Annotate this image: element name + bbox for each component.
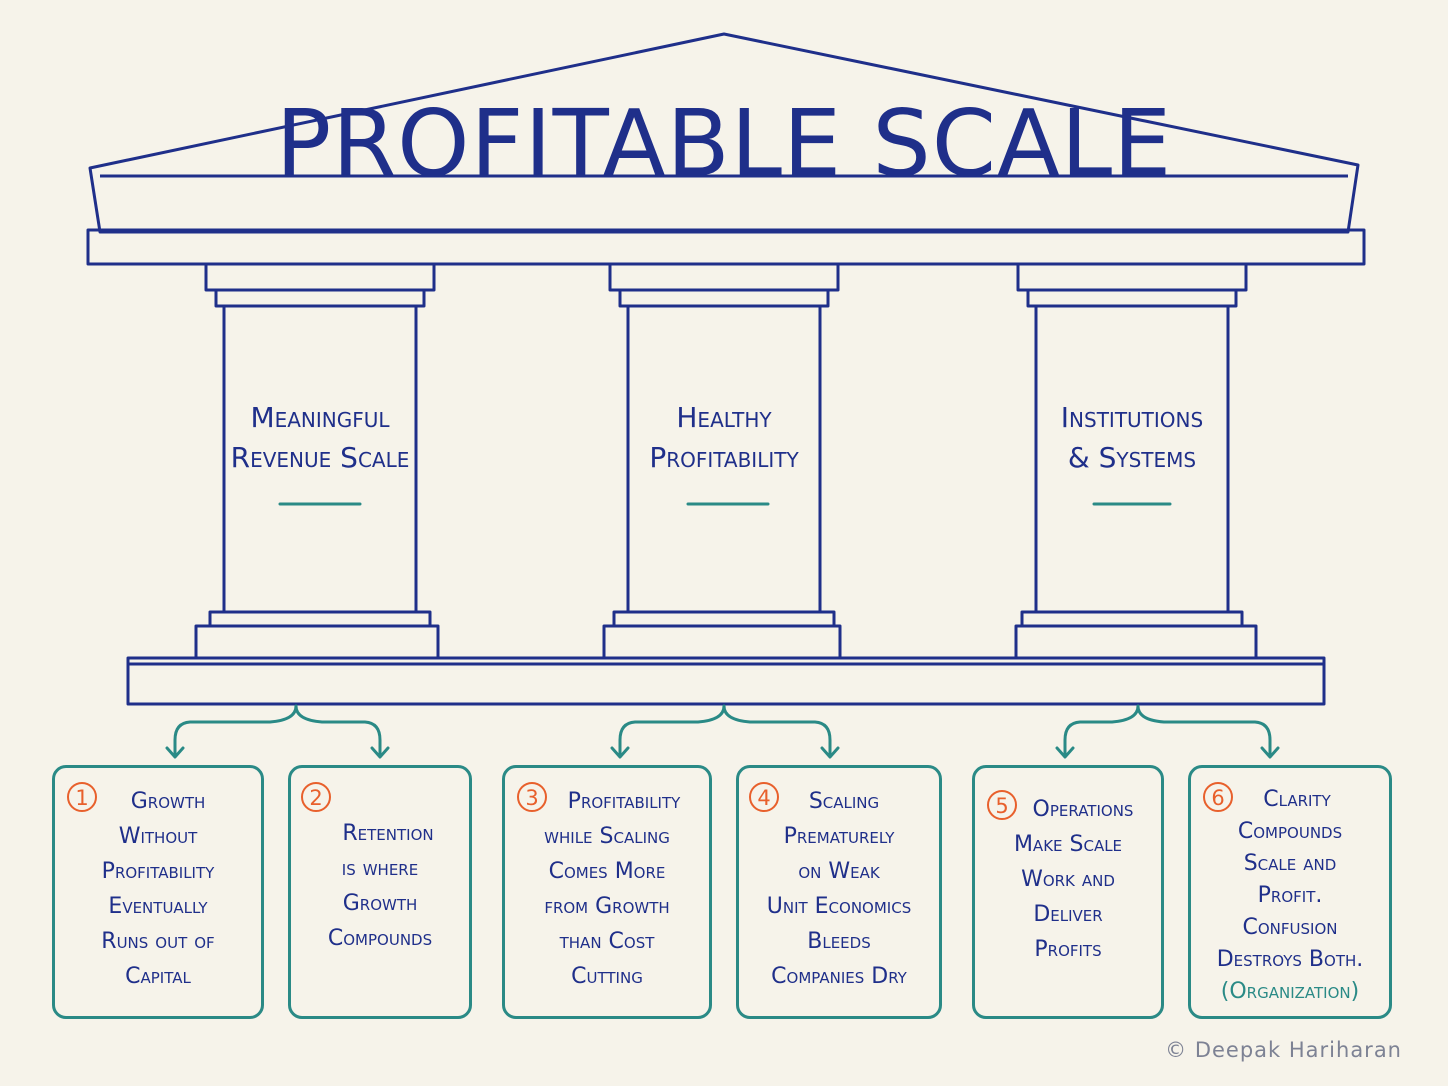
insight-line: Operations: [1032, 797, 1134, 822]
number-badge-1: 1: [67, 782, 97, 812]
insight-box-4: 4 Scaling Prematurely on Weak Unit Econo…: [736, 765, 942, 1019]
insight-line: is where: [341, 856, 419, 881]
insight-line: Cutting: [571, 964, 643, 989]
insight-line: Profits: [1034, 937, 1102, 962]
number-badge-3: 3: [517, 782, 547, 812]
insight-line: Comes More: [548, 859, 666, 884]
insight-text-3: Profitability while Scaling Comes More f…: [513, 784, 701, 994]
pillar-3-label-line: & Systems: [1067, 441, 1197, 474]
pillar-2: [602, 262, 842, 660]
diagram-title: PROFITABLE SCALE: [275, 90, 1173, 197]
insight-line: Scale and: [1243, 851, 1337, 876]
insight-line: Bleeds: [807, 929, 871, 954]
pillar-3-label: Institutions & Systems: [1012, 398, 1252, 478]
insight-line: Clarity: [1263, 787, 1331, 812]
arrow-branch-1: [165, 704, 390, 759]
insight-line: Retention: [342, 821, 434, 846]
pillar-2-label-line: Healthy: [676, 401, 772, 434]
insight-line: Profitability: [567, 789, 681, 814]
pillar-2-label: Healthy Profitability: [604, 398, 844, 478]
insight-text-2: Retention is where Growth Compounds: [299, 816, 461, 956]
pillar-1-label-line: Meaningful: [250, 401, 390, 434]
insight-line: Make Scale: [1013, 832, 1123, 857]
insight-line: Scaling: [808, 789, 880, 814]
insight-line: Profitability: [101, 859, 215, 884]
insight-line: Unit Economics: [766, 894, 912, 919]
arrow-branch-2: [610, 704, 840, 759]
insight-text-4: Scaling Prematurely on Weak Unit Economi…: [747, 784, 931, 994]
insight-line: Capital: [125, 964, 191, 989]
pillar-1-label-line: Revenue Scale: [230, 441, 410, 474]
insight-line: than Cost: [559, 929, 655, 954]
insight-text-1: Growth Without Profitability Eventually …: [63, 784, 253, 994]
insight-text-5: Operations Make Scale Work and Deliver P…: [983, 792, 1153, 967]
insight-box-3: 3 Profitability while Scaling Comes More…: [502, 765, 712, 1019]
insight-line: Companies Dry: [771, 964, 907, 989]
insight-line: Profit.: [1257, 883, 1323, 908]
insight-line: Eventually: [108, 894, 208, 919]
pillar-1: [194, 262, 440, 660]
insight-line: Compounds: [1237, 819, 1343, 844]
number-badge-5: 5: [987, 790, 1017, 820]
insight-line: Confusion: [1242, 915, 1338, 940]
insight-box-2: 2 Retention is where Growth Compounds: [288, 765, 472, 1019]
insight-note: (Organization): [1220, 979, 1360, 1004]
insight-box-6: 6 Clarity Compounds Scale and Profit. Co…: [1188, 765, 1392, 1019]
number-badge-6: 6: [1203, 782, 1233, 812]
insight-line: while Scaling: [544, 824, 670, 849]
insight-line: Growth: [342, 891, 418, 916]
insight-text-6: Clarity Compounds Scale and Profit. Conf…: [1199, 784, 1381, 1008]
number-badge-4: 4: [749, 782, 779, 812]
copyright-credit: © Deepak Hariharan: [1165, 1038, 1402, 1062]
temple-beam: [86, 228, 1366, 266]
temple-roof: [88, 32, 1360, 234]
insight-box-5: 5 Operations Make Scale Work and Deliver…: [972, 765, 1164, 1019]
insight-line: Destroys Both.: [1216, 947, 1364, 972]
insight-line: on Weak: [798, 859, 880, 884]
insight-line: Growth: [130, 789, 206, 814]
insight-line: Compounds: [327, 926, 433, 951]
insight-line: Runs out of: [101, 929, 215, 954]
pillar-1-label: Meaningful Revenue Scale: [200, 398, 440, 478]
insight-line: Work and: [1021, 867, 1115, 892]
insight-line: Deliver: [1033, 902, 1103, 927]
insight-box-1: 1 Growth Without Profitability Eventuall…: [52, 765, 264, 1019]
pillar-2-label-line: Profitability: [649, 441, 799, 474]
number-badge-2: 2: [301, 782, 331, 812]
insight-line: Without: [118, 824, 198, 849]
insight-line: Prematurely: [783, 824, 895, 849]
insight-line: from Growth: [544, 894, 670, 919]
pillar-3: [1014, 262, 1258, 660]
arrow-branch-3: [1055, 704, 1280, 759]
pillar-3-label-line: Institutions: [1060, 401, 1204, 434]
